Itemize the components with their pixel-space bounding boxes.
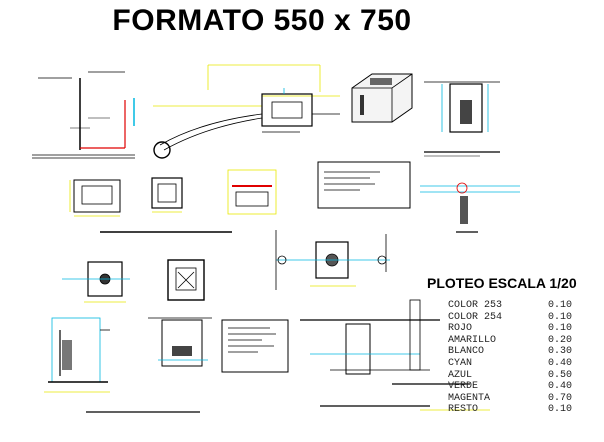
drawing-title-text: FORMATO 550 x 750 <box>112 4 412 37</box>
section-detail-top-left <box>32 71 135 159</box>
plot-scale-title: PLOTEO ESCALA 1/20 <box>427 275 577 291</box>
curved-pipe-plan <box>153 64 340 159</box>
vertical-section-right <box>424 81 500 157</box>
color-value: 0.50 <box>547 369 572 381</box>
color-name: RESTO <box>448 404 479 416</box>
spec-notes <box>221 319 289 373</box>
color-row: CYAN 0.40 <box>448 358 578 370</box>
color-value: 0.70 <box>547 392 572 404</box>
color-name: ROJO <box>448 323 473 335</box>
color-value: 0.10 <box>547 404 572 416</box>
valve-assembly <box>275 230 390 290</box>
color-row: AMARILLO 0.20 <box>448 335 578 347</box>
notes-box <box>317 161 411 209</box>
section-bottom-right <box>300 299 490 411</box>
plan-view-2 <box>151 177 183 213</box>
color-row: COLOR 254 0.10 <box>448 312 578 324</box>
color-value: 0.30 <box>547 346 572 358</box>
color-value: 0.10 <box>547 323 572 335</box>
color-row: VERDE 0.40 <box>448 381 578 393</box>
isometric-box <box>351 73 413 123</box>
color-value: 0.40 <box>547 357 572 369</box>
plan-view-3 <box>227 169 277 215</box>
color-row: ROJO 0.10 <box>448 323 578 335</box>
section-bottom-middle <box>148 317 212 367</box>
plan-view-1 <box>69 179 121 217</box>
color-value: 0.20 <box>547 334 572 346</box>
manhole-plan-1 <box>62 261 130 303</box>
section-bottom-left <box>44 317 110 393</box>
drawing-title: FORMATO 550 x 750 <box>0 4 604 38</box>
color-row: BLANCO 0.30 <box>448 346 578 358</box>
color-name: BLANCO <box>448 346 485 358</box>
color-name: COLOR 253 <box>448 300 503 311</box>
color-name: AMARILLO <box>448 334 497 346</box>
color-name: MAGENTA <box>448 392 491 404</box>
color-name: COLOR 254 <box>448 311 503 323</box>
color-row: AZUL 0.50 <box>448 370 578 382</box>
color-row: COLOR 253 0.10 <box>448 300 578 312</box>
color-value: 0.40 <box>547 381 572 393</box>
manhole-plan-2 <box>167 259 205 301</box>
color-name: AZUL <box>448 369 473 381</box>
color-name: VERDE <box>448 381 479 393</box>
color-value: 0.10 <box>547 311 572 323</box>
color-row: RESTO 0.10 <box>448 404 578 416</box>
color-value: 0.10 <box>547 300 572 311</box>
pipe-joint-detail <box>420 182 520 233</box>
color-name: CYAN <box>448 357 473 369</box>
pen-color-table: COLOR 253 0.10 COLOR 254 0.10 ROJO 0.10 AMA… <box>448 300 578 416</box>
color-row: MAGENTA 0.70 <box>448 393 578 405</box>
